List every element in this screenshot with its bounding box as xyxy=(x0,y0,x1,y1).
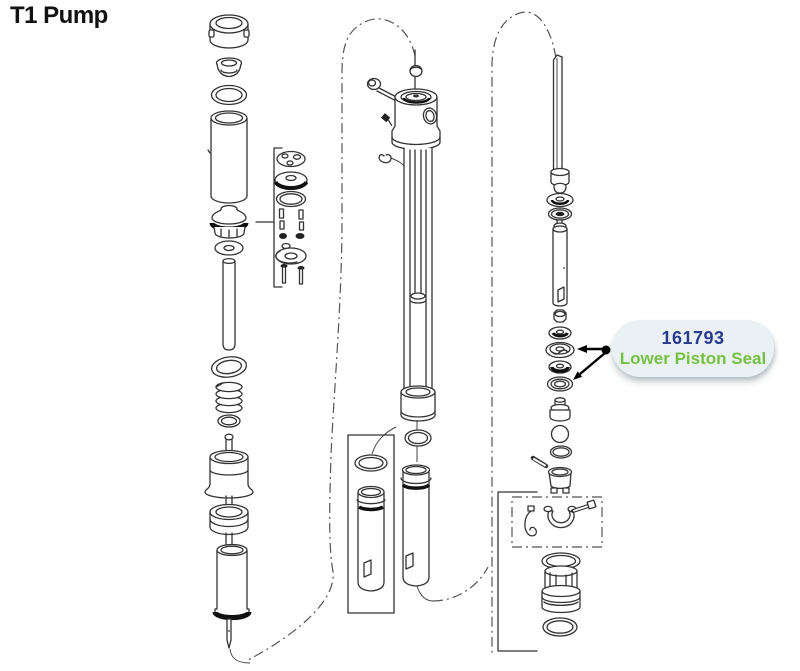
right-o-ring-part xyxy=(549,445,573,459)
lower-cylinder-part xyxy=(212,543,252,621)
right-pump-stack xyxy=(491,11,603,654)
lower-piston-seal-upper[interactable] xyxy=(545,341,575,359)
pin-part xyxy=(409,49,423,93)
repair-kit-detail xyxy=(255,147,309,288)
clamp-bolt-part xyxy=(571,499,597,513)
piston-rod-part xyxy=(222,257,236,351)
seat-ring-part xyxy=(209,495,249,548)
coupler-part xyxy=(550,167,570,194)
page-title: T1 Pump xyxy=(10,2,108,29)
center-leader-loop xyxy=(245,18,416,662)
o-ring-small-part xyxy=(217,414,241,428)
part-callout-bubble[interactable]: 161793 Lower Piston Seal xyxy=(612,320,774,377)
pump-head-part xyxy=(391,88,441,151)
nut-part xyxy=(553,309,567,323)
outlet-cap-part xyxy=(208,14,250,49)
spring-part xyxy=(215,381,243,414)
intake-strainer-part xyxy=(541,552,581,614)
washer-seal-part-2 xyxy=(547,207,573,221)
outer-sleeve-part xyxy=(400,464,489,602)
upper-cylinder-part xyxy=(207,110,248,204)
piston-tube-part xyxy=(552,219,568,307)
clamp-kit-box xyxy=(511,496,603,548)
set-screw-part xyxy=(381,113,393,126)
washer-part xyxy=(214,240,244,256)
retainer-clip-part xyxy=(378,153,406,168)
outlet-valve-part xyxy=(209,204,249,239)
kit-pins xyxy=(278,208,305,231)
piston-seal-stack xyxy=(545,326,575,392)
ball-part xyxy=(550,424,570,444)
right-leader-loop xyxy=(491,11,557,654)
left-pump-stack xyxy=(204,14,309,664)
valve-seat-part xyxy=(215,57,243,78)
center-pump-stack xyxy=(245,18,489,662)
seal-bearing xyxy=(548,326,572,340)
lower-assembly-bracket xyxy=(497,491,538,652)
lower-piston-seal-lower[interactable] xyxy=(546,376,574,392)
part-number: 161793 xyxy=(661,328,725,349)
washer-seal-part xyxy=(546,192,574,208)
sleeve-kit-box xyxy=(347,426,397,614)
intake-valve-part xyxy=(204,433,254,499)
part-name: Lower Piston Seal xyxy=(619,349,767,369)
bottom-o-ring-part xyxy=(542,617,578,637)
clamp-part xyxy=(543,505,577,529)
valve-fitting-part xyxy=(549,397,571,422)
roll-pin-part xyxy=(530,455,549,469)
suction-rod-part xyxy=(552,54,563,171)
rod-tip-part xyxy=(226,618,251,664)
o-ring-part xyxy=(210,84,248,106)
clip-part xyxy=(524,505,538,537)
valve-seat-lower-part xyxy=(547,466,573,494)
inner-tube-part xyxy=(400,147,436,430)
callout-arrows xyxy=(573,345,611,380)
center-o-ring-part xyxy=(404,429,432,462)
kit-bolts xyxy=(280,264,305,285)
seal-dark-ring xyxy=(548,360,572,374)
o-ring-large-part xyxy=(210,356,248,378)
